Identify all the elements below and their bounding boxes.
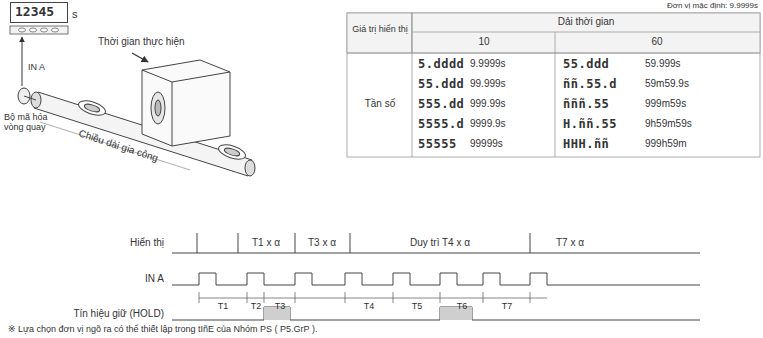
label: s xyxy=(72,8,78,21)
label: Dải thời gian xyxy=(558,16,615,28)
label: Giá trị hiển thị xyxy=(350,24,410,34)
timing-lines xyxy=(172,233,700,320)
table-cell: 99.999s xyxy=(470,78,506,90)
table-cell: ñññ.55 xyxy=(563,98,609,112)
table-cell: 999.99s xyxy=(470,98,506,110)
label: ※ Lựa chọn đơn vị ngõ ra có thể thiết lậ… xyxy=(8,324,317,334)
signal-label: IN A xyxy=(145,273,164,285)
table-cell: 5555.d xyxy=(418,118,464,132)
display-window: 12345 xyxy=(10,2,68,23)
signal-label: T7 x α xyxy=(556,237,584,249)
table-cell: 59.999s xyxy=(645,58,681,70)
table-cell: H.ññ.55 xyxy=(563,118,617,132)
signal-label: T7 xyxy=(502,301,513,311)
table-cell: 999m59s xyxy=(645,98,686,110)
signal-label: Duy trì T4 x α xyxy=(410,237,470,249)
table-cell: HHH.ññ xyxy=(563,138,609,152)
signal-arrow xyxy=(22,37,23,86)
dimension-line xyxy=(40,122,190,170)
signal-label: T1 x α xyxy=(252,237,280,249)
table-cell: 55.ddd xyxy=(563,58,609,72)
signal-label: Tín hiệu giữ (HOLD) xyxy=(73,308,164,320)
signal-label: T1 xyxy=(218,301,229,311)
label: Bộ mã hóa vòng quay xyxy=(4,112,62,133)
table-cell: 55.ddd xyxy=(418,78,464,92)
signal-label: T4 xyxy=(364,301,375,311)
signal-label: T6 xyxy=(457,301,468,311)
conveyor xyxy=(18,60,255,176)
label: Đơn vị mặc định: 9.9999s xyxy=(667,1,758,10)
table-cell: ññ.55.d xyxy=(563,78,617,92)
label: 60 xyxy=(651,36,662,48)
signal-label: T2 xyxy=(251,301,262,311)
signal-label: T3 xyxy=(275,301,286,311)
label: IN A xyxy=(28,62,45,72)
table-cell: 999h59m xyxy=(645,138,687,150)
table-cell: 59m59.9s xyxy=(645,78,689,90)
table-cell: 9h59m59s xyxy=(645,118,692,130)
pointer-arrow xyxy=(132,53,148,62)
signal-label: Hiển thị xyxy=(130,237,164,249)
signal-label: T3 x α xyxy=(308,237,336,249)
table-grid xyxy=(347,13,760,157)
table-cell: 99999s xyxy=(470,138,503,150)
display-digits: 12345 xyxy=(11,3,67,20)
label: Tần số xyxy=(365,98,396,110)
display-keys xyxy=(10,26,68,34)
label: 10 xyxy=(478,36,489,48)
table-cell: 9999.9s xyxy=(470,118,506,130)
label: Thời gian thực hiện xyxy=(98,36,185,48)
table-cell: 5.dddd xyxy=(418,58,464,72)
table-cell: 55555 xyxy=(418,138,457,152)
table-cell: 555.dd xyxy=(418,98,464,112)
table-cell: 9.9999s xyxy=(470,58,506,70)
signal-label: T5 xyxy=(412,301,423,311)
